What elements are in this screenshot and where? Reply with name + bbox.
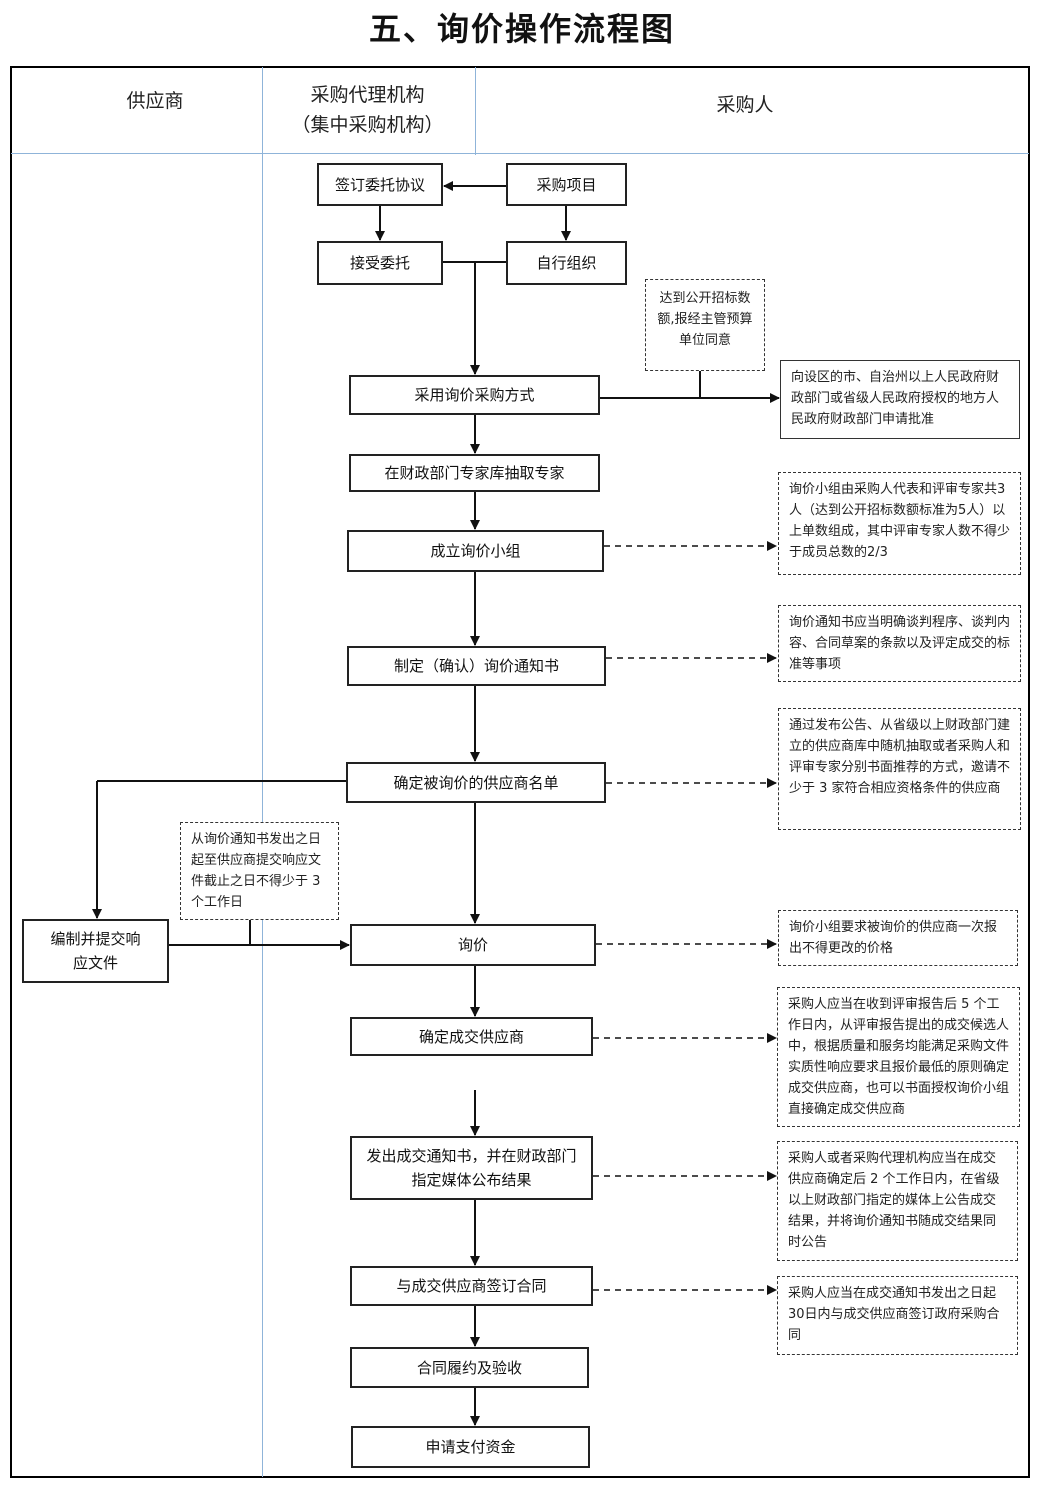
note-one-time-price: 询价小组要求被询价的供应商一次报出不得更改的价格 <box>778 910 1018 966</box>
lane-divider-2 <box>475 67 476 155</box>
step-confirm-supplier-list: 确定被询价的供应商名单 <box>346 762 606 803</box>
step-sign-agreement: 签订委托协议 <box>317 163 443 206</box>
lane-header-agency-line2: （集中采购机构） <box>291 114 444 136</box>
step-draw-experts: 在财政部门专家库抽取专家 <box>349 454 600 492</box>
note-contract-rule: 采购人应当在成交通知书发出之日起30日内与成交供应商签订政府采购合同 <box>777 1276 1018 1355</box>
page-title: 五、询价操作流程图 <box>368 10 675 48</box>
note-announce-rule: 采购人或者采购代理机构应当在成交供应商确定后 2 个工作日内，在省级以上财政部门… <box>777 1141 1018 1261</box>
step-prepare-response: 编制并提交响应文件 <box>22 919 169 983</box>
note-supplier-selection: 通过发布公告、从省级以上财政部门建立的供应商库中随机抽取或者采购人和评审专家分别… <box>778 708 1021 830</box>
step-performance-acceptance: 合同履约及验收 <box>350 1347 589 1388</box>
step-self-organize: 自行组织 <box>506 241 627 285</box>
note-winner-rule: 采购人应当在收到评审报告后 5 个工作日内，从评审报告提出的成交候选人中，根据质… <box>777 987 1020 1127</box>
step-accept-commission: 接受委托 <box>317 241 443 285</box>
lane-header-supplier: 供应商 <box>126 90 184 112</box>
step-form-inquiry-group: 成立询价小组 <box>347 530 604 572</box>
note-group-composition: 询价小组由采购人代表和评审专家共3人（达到公开招标数额标准为5人）以上单数组成，… <box>778 472 1021 575</box>
step-determine-winner: 确定成交供应商 <box>350 1017 593 1056</box>
step-sign-contract: 与成交供应商签订合同 <box>350 1266 593 1306</box>
step-use-inquiry-method: 采用询价采购方式 <box>349 375 600 415</box>
step-make-inquiry-notice: 制定（确认）询价通知书 <box>347 646 606 686</box>
flowchart-frame <box>10 66 1030 1478</box>
header-divider <box>11 153 1029 154</box>
note-threshold: 达到公开招标数额,报经主管预算单位同意 <box>645 279 765 371</box>
lane-header-agency: 采购代理机构 （集中采购机构） <box>265 80 470 140</box>
note-notice-content: 询价通知书应当明确谈判程序、谈判内容、合同草案的条款以及评定成交的标准等事项 <box>778 605 1021 682</box>
step-inquiry: 询价 <box>350 924 596 966</box>
lane-header-agency-line1: 采购代理机构 <box>310 84 425 106</box>
lane-header-purchaser: 采购人 <box>716 94 774 116</box>
note-response-period: 从询价通知书发出之日起至供应商提交响应文件截止之日不得少于 3 个工作日 <box>180 822 339 920</box>
lane-divider-1 <box>262 67 263 1477</box>
step-apply-payment: 申请支付资金 <box>351 1426 590 1468</box>
step-procurement-project: 采购项目 <box>506 163 627 206</box>
step-issue-award-notice: 发出成交通知书，并在财政部门指定媒体公布结果 <box>350 1136 593 1200</box>
note-approval: 向设区的市、自治州以上人民政府财政部门或省级人民政府授权的地方人民政府财政部门申… <box>780 360 1020 439</box>
